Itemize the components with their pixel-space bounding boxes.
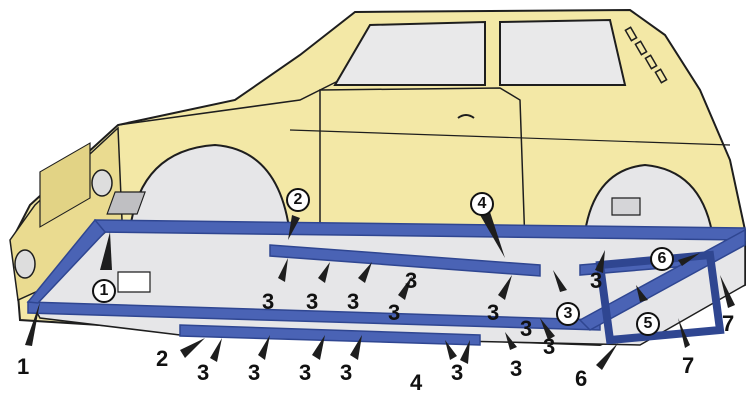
spare-tire-well: [117, 271, 151, 293]
callout-2-lower: 2: [156, 346, 169, 371]
callout-6-lower: 6: [575, 366, 588, 391]
callout-3: 3: [248, 360, 261, 385]
callout-2-upper: 2: [286, 188, 310, 212]
hood-line: [117, 79, 341, 126]
rear-strut-mount: [611, 197, 641, 216]
callout-3: 3: [556, 302, 580, 326]
door-handle: [457, 114, 475, 119]
headlight-left: [14, 249, 36, 279]
grille: [39, 142, 91, 228]
leader-arrows: [25, 212, 735, 370]
callout-3: 3: [340, 360, 353, 385]
front-window: [333, 20, 486, 86]
callout-7-lower: 7: [682, 353, 695, 378]
vent-slots: [624, 26, 668, 84]
callout-5: 5: [636, 312, 660, 336]
callout-3: 3: [543, 334, 556, 359]
callout-3: 3: [590, 268, 603, 293]
headlight-right: [91, 169, 113, 197]
callout-3: 3: [487, 300, 500, 325]
arch-opening: [106, 191, 146, 215]
body-crease: [289, 129, 731, 146]
callout-3: 3: [405, 268, 418, 293]
callout-3: 3: [520, 316, 533, 341]
front-wheel-arch: [128, 143, 292, 237]
callout-7-upper: 7: [722, 311, 735, 336]
callout-3: 3: [510, 356, 523, 381]
callout-1-front-member: 1: [92, 279, 116, 303]
callout-3: 3: [262, 289, 275, 314]
callout-3: 3: [388, 300, 401, 325]
callout-4-upper: 4: [470, 192, 494, 216]
callout-3: 3: [306, 289, 319, 314]
callout-3: 3: [197, 360, 210, 385]
callout-3: 3: [347, 289, 360, 314]
callout-1-front-lower: 1: [17, 354, 30, 379]
callout-6-upper: 6: [650, 247, 674, 271]
callout-3: 3: [451, 360, 464, 385]
door: [319, 87, 526, 246]
rear-window: [499, 18, 627, 86]
callout-3: 3: [299, 360, 312, 385]
callout-4-lower: 4: [410, 370, 423, 395]
